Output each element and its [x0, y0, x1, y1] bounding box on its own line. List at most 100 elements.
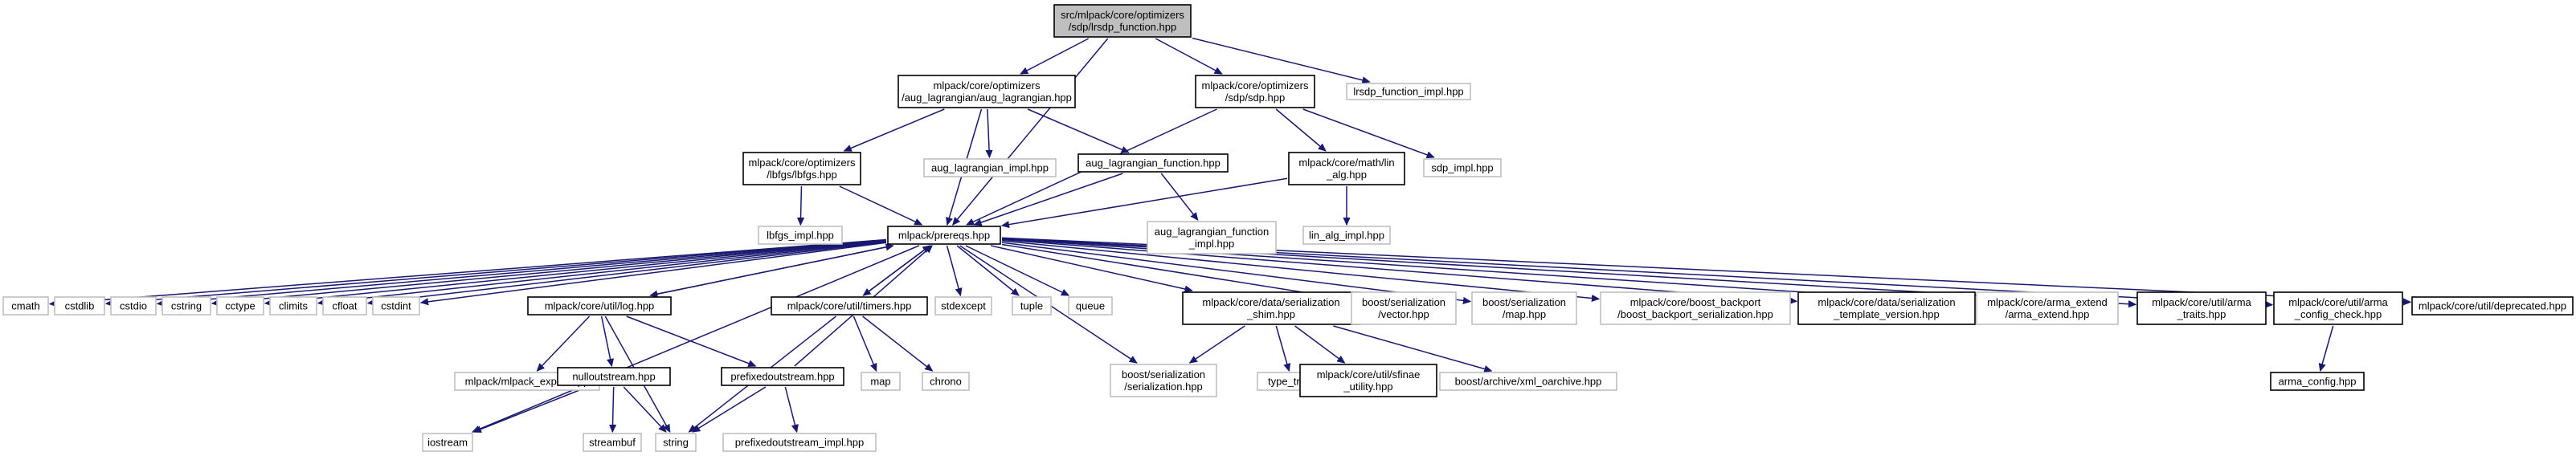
node-label: /boost_backport_serialization.hpp	[1617, 308, 1773, 320]
node-linalg[interactable]: mlpack/core/math/lin_alg.hpp	[1288, 152, 1405, 185]
node-boostser: boost/serialization/serialization.hpp	[1110, 364, 1217, 397]
node-root[interactable]: src/mlpack/core/optimizers/sdp/lrsdp_fun…	[1053, 4, 1192, 38]
node-box	[1012, 296, 1052, 315]
node-box	[1195, 75, 1315, 108]
node-lbfgs[interactable]: mlpack/core/optimizers/lbfgs/lbfgs.hpp	[742, 152, 861, 185]
node-box	[527, 296, 672, 315]
edge-root-to-sdp	[1155, 38, 1222, 75]
edge-nullout-to-iostream	[474, 386, 588, 432]
edge-prereqs-to-cfloat	[368, 241, 887, 303]
node-cmath: cmath	[2, 296, 49, 315]
node-label: queue	[1076, 300, 1105, 312]
node-armatraits[interactable]: mlpack/core/util/arma_traits.hpp	[2136, 291, 2267, 325]
node-map: map	[861, 372, 901, 391]
edge-augfunc-to-prereqs	[975, 173, 1123, 225]
dependency-nodes: src/mlpack/core/optimizers/sdp/lrsdp_fun…	[2, 4, 2574, 452]
node-label: /lbfgs/lbfgs.hpp	[767, 169, 836, 181]
node-sertempl[interactable]: mlpack/core/data/serialization_template_…	[1797, 291, 1976, 325]
node-nullout[interactable]: nulloutstream.hpp	[557, 367, 671, 386]
node-box	[216, 296, 264, 315]
node-label: boost/archive/xml_oarchive.hpp	[1455, 376, 1602, 388]
edge-sdp-to-sdpimpl	[1302, 108, 1434, 157]
node-label: src/mlpack/core/optimizers	[1061, 9, 1184, 21]
edge-prereqs-to-boostvector	[1001, 243, 1350, 299]
edge-lbfgs-to-lbfgsimpl	[800, 185, 801, 225]
edge-root-to-lrsdpimpl	[1192, 37, 1369, 82]
edge-prereqs-to-backport	[1001, 240, 1599, 299]
edge-root-to-aug	[1020, 38, 1090, 75]
node-label: _template_version.hpp	[1833, 308, 1940, 320]
node-label: climits	[279, 300, 309, 312]
node-label: mlpack/core/optimizers	[934, 79, 1041, 92]
node-aug[interactable]: mlpack/core/optimizers/aug_lagrangian/au…	[898, 75, 1076, 108]
edge-prereqs-to-queue	[965, 245, 1069, 296]
node-label: map	[870, 376, 890, 388]
node-deprecated[interactable]: mlpack/core/util/deprecated.hpp	[2411, 296, 2574, 315]
node-box	[1147, 221, 1277, 254]
node-label: tuple	[1020, 300, 1043, 312]
node-queue: queue	[1068, 296, 1113, 315]
node-armacfgcheck[interactable]: mlpack/core/util/arma_config_check.hpp	[2273, 291, 2403, 325]
node-timers[interactable]: mlpack/core/util/timers.hpp	[771, 296, 928, 315]
node-streambuf: streambuf	[583, 433, 642, 452]
node-box	[1288, 152, 1405, 185]
node-label: /serialization.hpp	[1124, 381, 1203, 393]
node-label: mlpack/core/optimizers	[749, 157, 856, 169]
node-label: boost/serialization	[1122, 368, 1205, 381]
edge-sershim-to-typetraits	[1275, 325, 1289, 371]
node-augfunc[interactable]: aug_lagrangian_function.hpp	[1077, 153, 1229, 173]
node-label: iostream	[427, 437, 468, 449]
node-label: mlpack/core/util/sfinae	[1317, 368, 1421, 381]
edge-sershim-to-boostser	[1190, 325, 1245, 363]
edge-prereqs-to-cstdint	[421, 242, 887, 303]
node-label: mlpack/core/data/serialization	[1202, 296, 1339, 308]
node-label: /sdp/sdp.hpp	[1225, 92, 1285, 104]
node-label: _impl.hpp	[1188, 238, 1234, 250]
edge-aug-to-lbfgs	[844, 108, 945, 151]
node-cstdint: cstdint	[372, 296, 420, 315]
edge-aug-to-augimpl	[987, 108, 990, 157]
node-label: /map.hpp	[1503, 308, 1546, 320]
node-box	[1976, 291, 2119, 325]
node-label: lin_alg_impl.hpp	[1309, 230, 1384, 242]
node-box	[1600, 291, 1791, 325]
node-box	[583, 433, 642, 452]
node-box	[1110, 364, 1217, 397]
node-sdp[interactable]: mlpack/core/optimizers/sdp/sdp.hpp	[1195, 75, 1315, 108]
node-label: mlpack/core/util/timers.hpp	[787, 300, 912, 312]
node-label: _utility.hpp	[1343, 381, 1392, 393]
node-label: cmath	[11, 300, 39, 312]
node-box	[2270, 372, 2365, 391]
node-armaconfig[interactable]: arma_config.hpp	[2270, 372, 2365, 391]
node-cstdio: cstdio	[110, 296, 157, 315]
node-box	[1182, 291, 1360, 325]
edge-nullout-to-streambuf	[612, 386, 613, 432]
edge-log-to-prereqs	[650, 246, 893, 296]
edge-log-to-export	[537, 315, 591, 371]
node-cctype: cctype	[216, 296, 264, 315]
node-box	[898, 75, 1076, 108]
node-label: _traits.hpp	[2177, 308, 2226, 320]
node-box	[1077, 153, 1229, 173]
node-backport: mlpack/core/boost_backport/boost_backpor…	[1600, 291, 1791, 325]
node-tuple: tuple	[1012, 296, 1052, 315]
node-label: /aug_lagrangian/aug_lagrangian.hpp	[902, 92, 1072, 104]
node-label: lrsdp_function_impl.hpp	[1353, 86, 1463, 98]
node-label: mlpack/prereqs.hpp	[898, 230, 990, 242]
node-log[interactable]: mlpack/core/util/log.hpp	[527, 296, 672, 315]
node-label: string	[663, 437, 689, 449]
node-label: mlpack/core/util/arma	[2288, 296, 2388, 308]
node-box	[2273, 291, 2403, 325]
node-prefixoutimpl: prefixedoutstream_impl.hpp	[722, 433, 877, 452]
node-label: aug_lagrangian_function	[1155, 226, 1269, 238]
node-label: streambuf	[589, 437, 636, 449]
node-prefixout[interactable]: prefixedoutstream.hpp	[721, 367, 844, 386]
node-label: cstdint	[381, 300, 411, 312]
node-sershim[interactable]: mlpack/core/data/serialization_shim.hpp	[1182, 291, 1360, 325]
edge-prereqs-to-tuple	[956, 245, 1019, 295]
node-box	[721, 367, 844, 386]
node-label: mlpack/core/util/deprecated.hpp	[2419, 300, 2566, 312]
node-prereqs[interactable]: mlpack/prereqs.hpp	[887, 226, 1001, 245]
node-sfinae[interactable]: mlpack/core/util/sfinae_utility.hpp	[1299, 364, 1437, 397]
node-box	[1797, 291, 1976, 325]
